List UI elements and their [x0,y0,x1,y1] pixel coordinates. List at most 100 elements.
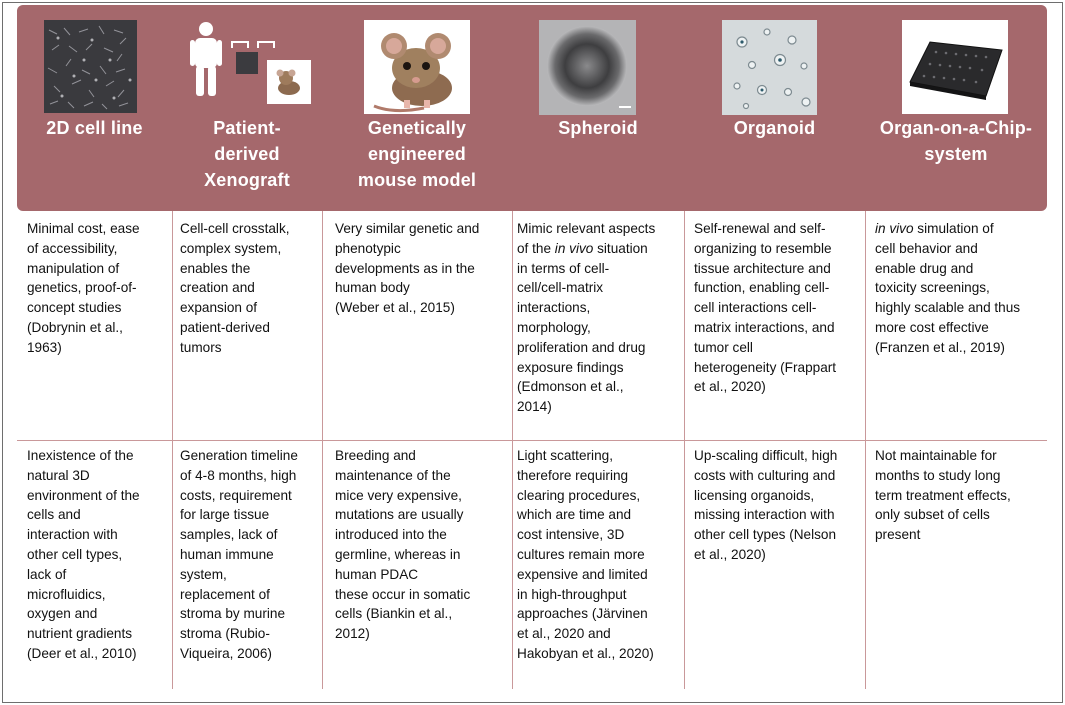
cell-line: Up-scaling difficult, high [694,448,838,463]
disadvantages-cell-gemm: Breeding and maintenance of the mice ver… [335,446,511,644]
column-title-line: Spheroid [558,118,638,138]
column-divider [172,211,173,689]
cell-line: Generation timeline [180,448,298,463]
cell-line: et al., 2020 and [517,626,611,642]
column-title-line: Organ-on-a-Chip- [879,118,1033,138]
row-divider [17,440,1047,441]
advantages-cell-2d-cell-line: Minimal cost, ease of accessibility, man… [27,219,169,358]
cell-line: complex system, [180,240,282,256]
text-run: situation [593,240,648,256]
cell-line: introduced into the [335,527,447,543]
cell-line: clearing procedures, [517,487,641,503]
column-header-organoid: Organoid [684,5,865,211]
cell-line: (Weber et al., 2015) [335,300,455,316]
cell-line: human body [335,280,410,296]
cell-line: cost intensive, 3D [517,527,625,543]
cell-line: Hakobyan et al., 2020) [517,645,654,661]
cell-line: human PDAC [335,566,419,582]
cell-line: Very similar genetic and [335,221,480,236]
cell-line: stroma (Rubio- [180,626,270,642]
cell-line: microfluidics, [27,586,106,602]
cell-line: highly scalable and thus [875,300,1021,316]
cell-line: other cell types, [27,546,123,562]
cell-line: maintenance of the [335,467,451,483]
thumb-wrap [512,5,684,115]
comparison-table-body: Minimal cost, ease of accessibility, man… [17,211,1047,689]
cell-line: manipulation of [27,260,120,276]
cell-line: 2012) [335,626,370,642]
column-title-line: derived [214,144,280,164]
cell-line: exposure findings [517,359,624,375]
cell-line: creation and [180,280,255,296]
cell-line: (Franzen et al., 2019) [875,339,1005,355]
column-title-line: mouse model [357,170,477,190]
advantages-cell-organoid: Self-renewal and self- organizing to res… [694,219,864,397]
cell-line: matrix interactions, and [694,319,835,335]
cell-line: interaction with [27,527,118,543]
disadvantages-cell-organ-on-chip: Not maintainable for months to study lon… [875,446,1045,545]
italic-text-run: in vivo [875,221,914,236]
cell-line: tumor cell [694,339,753,355]
column-header-pdx: Patient- derived Xenograft [172,5,322,211]
cell-line: concept studies [27,300,122,316]
cell-line: proliferation and drug [517,339,646,355]
cell-line: (Dobrynin et al., [27,319,123,335]
column-title: Genetically engineered mouse model [358,115,476,193]
column-divider [865,211,866,689]
column-title: Organ-on-a-Chip- system [880,115,1032,167]
advantages-cell-gemm: Very similar genetic and phenotypic deve… [335,219,511,318]
cell-line: organizing to resemble [694,240,832,256]
cell-line: Light scattering, [517,448,613,463]
thumb-wrap [17,5,172,115]
cell-line: enables the [180,260,251,276]
cell-line: stroma by murine [180,606,286,622]
cell-culture-image [44,20,137,113]
cell-line: et al., 2020) [694,546,766,562]
human-to-mouse-xenograft-image [190,22,311,104]
cell-line: et al., 2020) [694,379,766,395]
cell-line: germline, whereas in [335,546,461,562]
cell-line: expensive and limited [517,566,648,582]
column-title-line: Genetically [367,118,467,138]
cell-line: therefore requiring [517,467,629,483]
column-title-line: system [924,144,988,164]
disadvantages-cell-organoid: Up-scaling difficult, high costs with cu… [694,446,864,565]
cell-line: phenotypic [335,240,401,256]
cell-line: Viqueira, 2006) [180,645,272,661]
cell-line: environment of the [27,487,140,503]
header-band: 2D cell line [17,5,1047,211]
spheroid-micrograph-image [539,20,636,115]
mouse-photo-image [364,20,470,114]
cell-line: patient-derived [180,319,270,335]
column-title: Organoid [734,115,816,141]
cell-line: in vivo simulation of [875,219,1045,239]
cell-line: Breeding and [335,448,416,463]
column-title: 2D cell line [46,115,142,141]
cell-line: tumors [180,339,222,355]
cell-line: present [875,527,921,543]
cell-line: for large tissue [180,507,270,523]
column-title: Spheroid [558,115,638,141]
cell-line: cultures remain more [517,546,645,562]
cell-line: costs with culturing and [694,467,836,483]
column-header-gemm: Genetically engineered mouse model [322,5,512,211]
cell-line: cells and [27,507,81,523]
thumb-wrap [865,5,1047,115]
cell-line: these occur in somatic [335,586,471,602]
cell-line: in high-throughput [517,586,627,602]
cell-line: (Edmonson et al., [517,379,624,395]
cell-line: approaches (Järvinen [517,606,648,622]
cell-line: nutrient gradients [27,626,133,642]
cell-line: morphology, [517,319,591,335]
thumb-wrap [684,5,865,115]
cell-line: heterogeneity (Frappart [694,359,837,375]
cell-line: which are time and [517,507,632,523]
column-divider [684,211,685,689]
cell-line: in terms of cell- [517,260,610,276]
cell-line: developments as in the [335,260,475,276]
cell-line: 2014) [517,399,552,415]
column-header-spheroid: Spheroid [512,5,684,211]
cell-line: licensing organoids, [694,487,815,503]
cell-line: natural 3D [27,467,90,483]
